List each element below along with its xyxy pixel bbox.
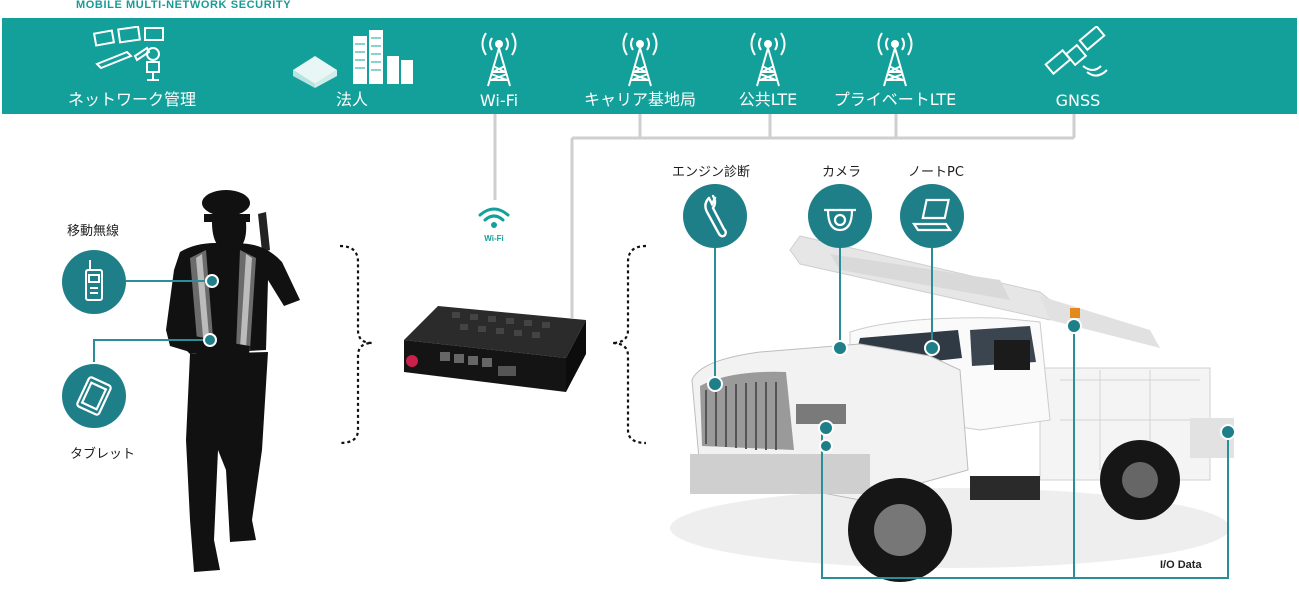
band-label: 公共LTE (738, 90, 798, 109)
band-item-corporate: 法人 (272, 18, 432, 114)
top-caption: MOBILE MULTI-NETWORK SECURITY (76, 0, 292, 11)
beacon-node (1066, 318, 1082, 334)
band-label: 法人 (335, 90, 369, 109)
band-label: プライベートLTE (833, 90, 957, 109)
truck-io-lines (714, 244, 1229, 579)
camera-node (832, 340, 848, 356)
satellite-icon (1044, 26, 1108, 77)
antenna-tower-icon (481, 32, 517, 87)
laptop-icon (911, 198, 953, 232)
worker-silhouette (166, 190, 300, 572)
wifi-badge-label: Wi-Fi (484, 234, 504, 243)
band-item-network-management: ネットワーク管理 (62, 18, 202, 114)
band-item-public-lte: 公共LTE (728, 18, 808, 114)
circle-tablet (62, 364, 126, 428)
band-label: GNSS (1055, 91, 1101, 110)
wifi-icon (478, 207, 510, 228)
label-tablet: タブレット (70, 447, 136, 462)
band-label: ネットワーク管理 (67, 90, 197, 109)
corporate-buildings-icon (293, 30, 413, 88)
rear-node (1220, 424, 1236, 440)
router-device (404, 306, 586, 392)
engine-node (707, 376, 723, 392)
band-item-carrier: キャリア基地局 (580, 18, 700, 114)
headlight-node (818, 420, 834, 436)
bucket-truck (670, 235, 1234, 582)
wifi-badge: Wi-Fi (474, 204, 514, 243)
circle-mobile-radio (62, 250, 126, 314)
circle-laptop (900, 184, 964, 248)
label-camera: カメラ (822, 165, 862, 180)
worker-radio-node (205, 274, 219, 288)
label-mobile-radio: 移動無線 (67, 224, 120, 239)
worker-tablet-node (203, 333, 217, 347)
circle-camera (808, 184, 872, 248)
bracket-right (611, 244, 647, 445)
left-device-lines (93, 280, 212, 362)
antenna-tower-icon (622, 32, 658, 87)
band-item-gnss: GNSS (1038, 18, 1118, 114)
dome-camera-icon (824, 208, 856, 232)
band-label: キャリア基地局 (583, 90, 697, 109)
circle-engine-diagnostics (683, 184, 747, 248)
antenna-tower-icon (750, 32, 786, 87)
tablet-icon (76, 376, 112, 416)
wrench-icon (704, 194, 727, 238)
laptop-node (924, 340, 940, 356)
label-engine-diagnostics: エンジン診断 (672, 165, 751, 180)
bracket-left (339, 244, 373, 445)
band-item-private-lte: プライベートLTE (830, 18, 960, 114)
band-label: Wi-Fi (479, 91, 519, 110)
network-connectors (493, 114, 1076, 318)
headlight-node-lower (819, 439, 833, 453)
label-laptop: ノートPC (908, 165, 964, 180)
radio-walkie-talkie-icon (85, 260, 103, 301)
band-item-wifi: Wi-Fi (459, 18, 539, 114)
network-band: ネットワーク管理 法人 Wi-Fi キャリア基地局 公共L (2, 18, 1297, 114)
io-data-label: I/O Data (1160, 559, 1202, 571)
antenna-tower-icon (877, 32, 913, 87)
network-management-icon (92, 26, 164, 81)
